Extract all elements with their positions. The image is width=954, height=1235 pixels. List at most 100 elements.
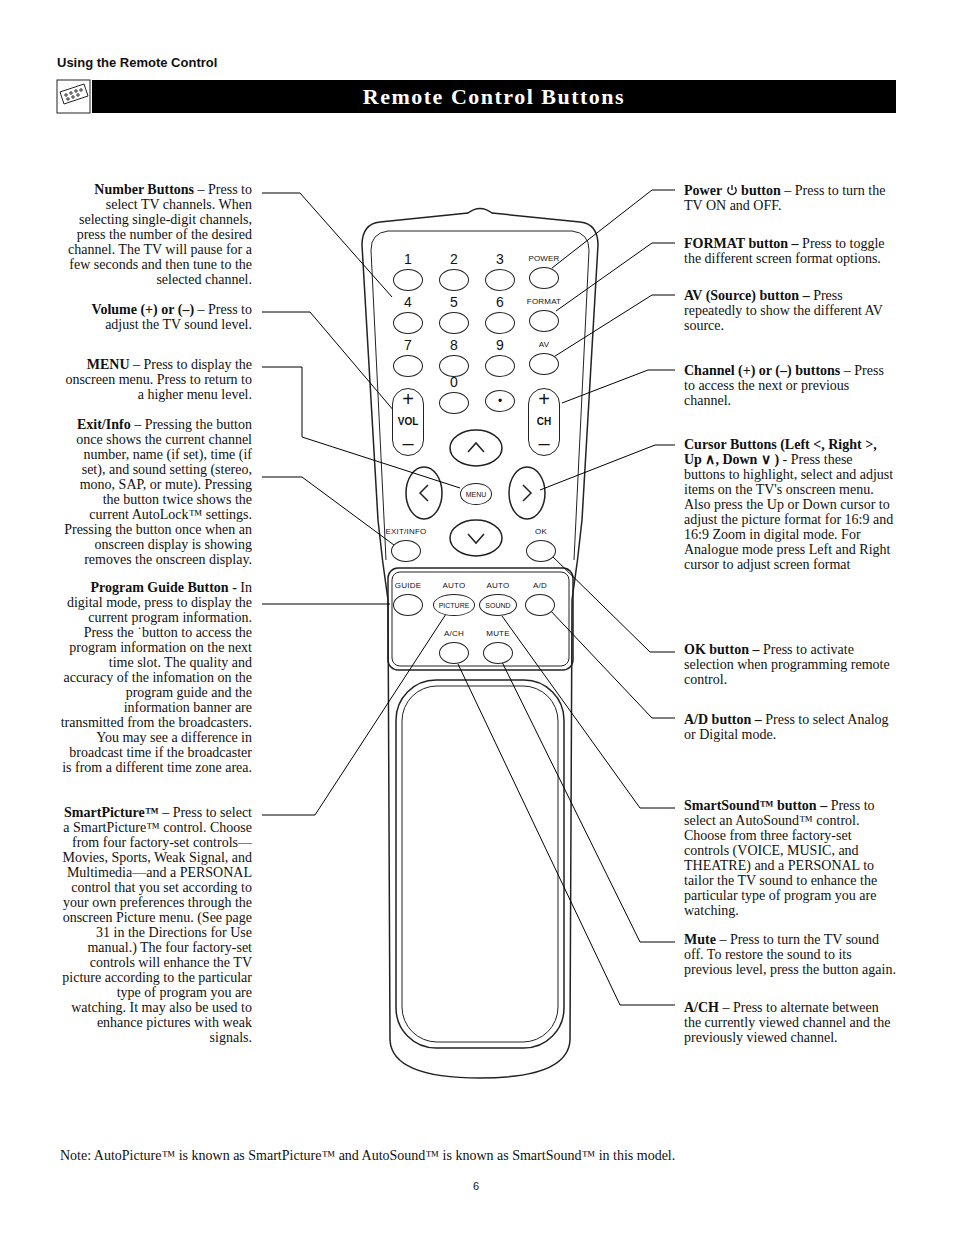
button-label: 4 xyxy=(404,295,412,310)
button-oval xyxy=(485,269,515,291)
button-oval xyxy=(439,642,469,664)
callout-description: Exit/Info– Pressing the button once show… xyxy=(60,417,252,567)
remote-button: EXIT/INFO xyxy=(386,527,427,562)
button-label: 8 xyxy=(450,338,458,353)
remote-button: AUTO SOUND xyxy=(479,581,516,616)
remote-button: A/D xyxy=(525,581,555,616)
remote-button: 2 xyxy=(439,252,469,291)
button-label: MENU xyxy=(466,491,487,498)
description-text: A/CH xyxy=(684,1000,719,1015)
button-oval xyxy=(439,392,469,414)
remote-button: 5 xyxy=(439,295,469,334)
button-label: A/CH xyxy=(444,629,464,639)
button-label: PICTURE xyxy=(439,602,470,609)
button-oval xyxy=(529,353,559,375)
description-text: A/D button – xyxy=(684,712,762,727)
description-text: Channel (+) or (–) buttons xyxy=(684,363,840,378)
remote-button: + CH – xyxy=(528,388,560,456)
description-text: – Pressing the button once shows the cur… xyxy=(64,417,252,567)
button-oval xyxy=(393,594,423,616)
button-oval xyxy=(439,355,469,377)
description-text: - Press these buttons to highlight, sele… xyxy=(684,452,893,572)
button-oval xyxy=(485,355,515,377)
callout-description: Channel (+) or (–) buttons– Press to acc… xyxy=(684,363,896,408)
button-oval: • xyxy=(485,390,515,412)
button-oval xyxy=(529,267,559,289)
button-oval xyxy=(393,269,423,291)
remote-button: FORMAT xyxy=(527,297,561,332)
button-oval xyxy=(525,594,555,616)
description-text: – Press to select TV channels. When sele… xyxy=(68,182,252,287)
callout-description: Mute– Press to turn the TV sound off. To… xyxy=(684,932,896,977)
power-symbol xyxy=(726,184,738,196)
description-text: Power xyxy=(684,183,722,198)
rocker-button: + VOL – xyxy=(392,388,424,456)
button-label: + xyxy=(538,389,550,409)
button-label: 1 xyxy=(404,252,412,267)
footnote: Note: AutoPicture™ is known as SmartPict… xyxy=(60,1148,675,1164)
button-oval xyxy=(483,642,513,664)
button-label: – xyxy=(402,433,413,453)
remote-button: • xyxy=(485,390,515,412)
remote-button: 4 xyxy=(393,295,423,334)
remote-button: AUTO PICTURE xyxy=(433,581,476,616)
description-text: SmartPicture™ xyxy=(64,805,159,820)
callout-description: SmartSound™ button –Press to select an A… xyxy=(684,798,896,918)
description-text: Number Buttons xyxy=(94,182,194,197)
button-label: VOL xyxy=(398,416,419,427)
callout-description: Program Guide Button -In digital mode, p… xyxy=(60,580,252,775)
page-header: Using the Remote Control xyxy=(57,55,217,70)
button-label: AUTO xyxy=(443,581,466,591)
remote-button: 3 xyxy=(485,252,515,291)
button-label: • xyxy=(498,394,502,408)
remote-body xyxy=(362,209,598,1079)
button-oval xyxy=(439,269,469,291)
remote-button: AV xyxy=(529,340,559,375)
cursor-buttons xyxy=(406,430,545,556)
description-text: FORMAT button – xyxy=(684,236,799,251)
button-oval: MENU xyxy=(460,483,493,505)
callout-description: Number Buttons– Press to select TV chann… xyxy=(60,182,252,287)
description-text: MENU xyxy=(87,357,130,372)
description-text: Mute xyxy=(684,932,716,947)
remote-button: 1 xyxy=(393,252,423,291)
title-bar xyxy=(92,80,896,113)
callout-description: SmartPicture™– Press to select a SmartPi… xyxy=(60,805,252,1045)
description-text: In digital mode, press to display the cu… xyxy=(61,580,252,775)
button-label: + xyxy=(402,389,414,409)
button-label: CH xyxy=(537,416,551,427)
button-label: SOUND xyxy=(485,602,510,609)
button-label: MUTE xyxy=(486,629,509,639)
button-label: AUTO xyxy=(487,581,510,591)
button-label: OK xyxy=(535,527,547,537)
remote-button: GUIDE xyxy=(393,581,423,616)
callout-description: Cursor Buttons (Left <, Right >, Up ∧, D… xyxy=(684,437,896,572)
description-text: button xyxy=(741,183,781,198)
button-label: FORMAT xyxy=(527,297,561,307)
button-oval: SOUND xyxy=(479,594,516,616)
leader-lines xyxy=(262,190,675,1005)
button-label: – xyxy=(538,433,549,453)
page-number: 6 xyxy=(466,1180,486,1192)
description-text: OK button – xyxy=(684,642,759,657)
remote-button: A/CH xyxy=(439,629,469,664)
button-label: 0 xyxy=(450,375,458,390)
description-text: AV (Source) button – xyxy=(684,288,810,303)
button-label: 5 xyxy=(450,295,458,310)
button-oval xyxy=(391,540,421,562)
button-label: GUIDE xyxy=(395,581,421,591)
remote-button: POWER xyxy=(528,254,559,289)
description-text: – Press to select a SmartPicture™ contro… xyxy=(62,805,252,1045)
remote-button: 7 xyxy=(393,338,423,377)
button-oval xyxy=(529,310,559,332)
callout-description: OK button –Press to activate selection w… xyxy=(684,642,896,687)
button-label: A/D xyxy=(533,581,547,591)
description-text: SmartSound™ button – xyxy=(684,798,827,813)
callout-description: Powerbutton– Press to turn the TV ON and… xyxy=(684,183,896,213)
button-oval xyxy=(393,312,423,334)
callout-description: Volume (+) or (–)– Press to adjust the T… xyxy=(60,302,252,332)
remote-icon xyxy=(57,80,90,113)
button-oval xyxy=(485,312,515,334)
callout-description: AV (Source) button –Press repeatedly to … xyxy=(684,288,896,333)
button-label: POWER xyxy=(528,254,559,264)
